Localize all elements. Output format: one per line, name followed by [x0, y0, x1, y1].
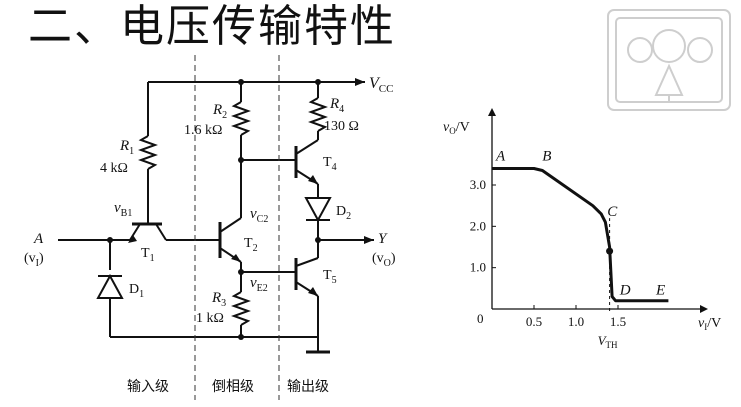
r3-resistor: [231, 291, 251, 326]
input-symbol: (vI): [24, 251, 44, 269]
r3-value: 1 kΩ: [196, 311, 224, 326]
y-tick-label: 3.0: [470, 177, 486, 192]
r1-value: 4 kΩ: [100, 161, 128, 176]
point-label-b: B: [542, 148, 551, 164]
junction-dot: [107, 237, 113, 243]
y-tick-label: 2.0: [470, 218, 486, 233]
x-tick-label: 0.5: [526, 314, 542, 329]
output-symbol: (vO): [372, 251, 396, 269]
stage-invert-label: 倒相级: [212, 379, 254, 395]
threshold-label: VTH: [598, 333, 618, 350]
vc2-label: vC2: [250, 206, 268, 225]
x-axis-label: vI/V: [698, 316, 721, 332]
t1-emitter-arrow: [128, 235, 137, 243]
t4-label: T4: [323, 155, 337, 173]
stage-output-label: 输出级: [287, 379, 329, 395]
r3-label: R3: [211, 290, 226, 309]
t2-label: T2: [244, 236, 258, 254]
r2-resistor: [231, 101, 251, 136]
r1-label: R1: [119, 138, 134, 157]
point-label-e: E: [655, 283, 665, 299]
transfer-curve: [492, 167, 669, 303]
r4-value: 130 Ω: [324, 119, 359, 134]
point-label-a: A: [495, 148, 506, 164]
origin-label: 0: [477, 311, 484, 326]
vcc-label: VCC: [369, 75, 393, 95]
point-label-c: C: [607, 204, 618, 220]
point-label-d: D: [619, 283, 631, 299]
d2-diode: [304, 197, 332, 223]
r1-resistor: [138, 135, 158, 170]
r4-label: R4: [329, 96, 344, 115]
curve-dot: [606, 247, 614, 255]
y-tick-label: 1.0: [470, 260, 486, 275]
d1-label: D1: [129, 282, 144, 300]
t1-label: T1: [141, 246, 155, 264]
input-name: A: [33, 231, 44, 247]
output-name: Y: [378, 231, 388, 247]
page-title: 二、电压传输特性: [28, 1, 396, 52]
y-axis-label: vO/V: [443, 120, 470, 136]
vb1-label: vB1: [114, 200, 132, 219]
d2-label: D2: [336, 204, 351, 222]
y-axis-arrow: [488, 108, 496, 116]
ve2-label: vE2: [250, 275, 268, 294]
x-tick-label: 1.0: [568, 314, 584, 329]
r2-value: 1.6 kΩ: [184, 123, 222, 138]
x-axis-arrow: [700, 305, 708, 313]
x-tick-label: 1.5: [610, 314, 626, 329]
stage-input-label: 输入级: [127, 379, 169, 395]
r4-resistor: [308, 97, 328, 132]
t5-label: T5: [323, 268, 337, 286]
r2-label: R2: [212, 102, 227, 121]
